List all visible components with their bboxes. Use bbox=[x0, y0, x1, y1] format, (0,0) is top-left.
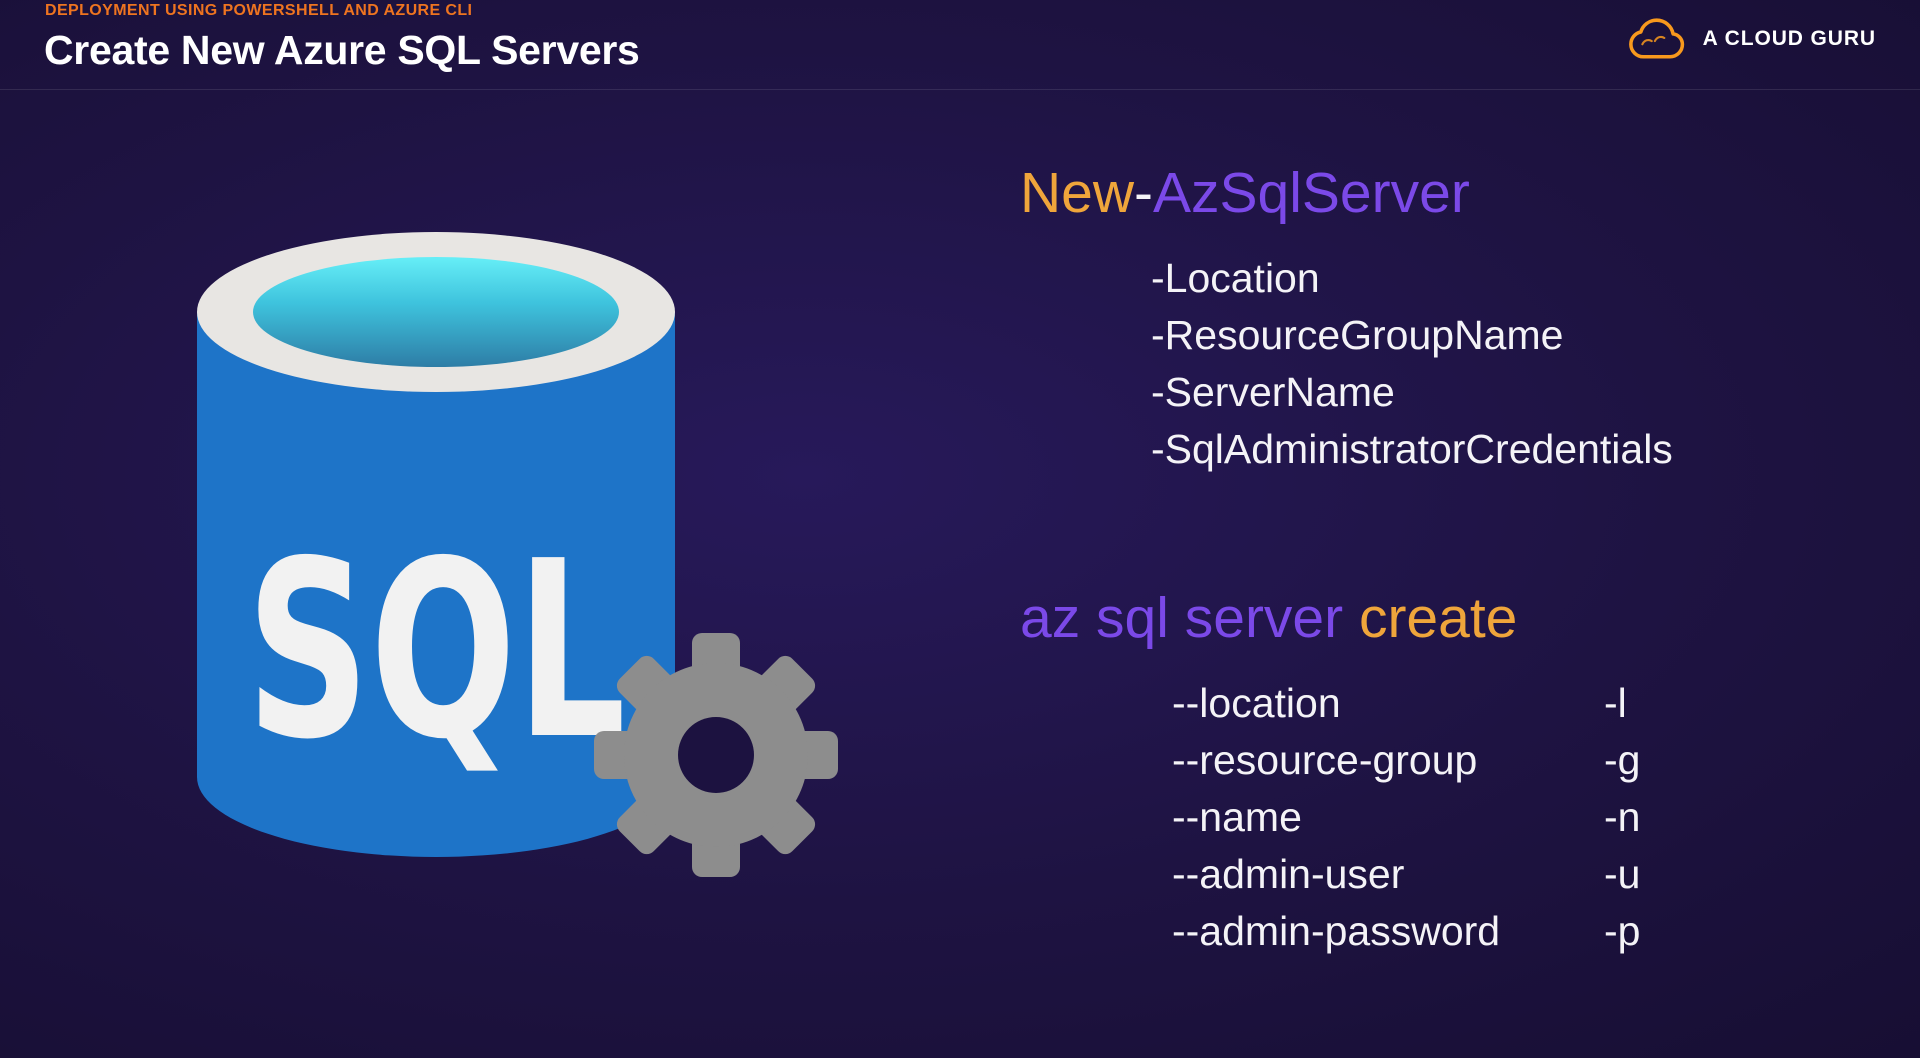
cylinder-top-inner bbox=[253, 257, 619, 367]
cli-param-short: -p bbox=[1604, 908, 1641, 954]
cylinder-body bbox=[197, 312, 675, 857]
cli-param-short: -u bbox=[1604, 851, 1641, 897]
powershell-cmd-verb: New bbox=[1020, 161, 1135, 225]
cli-cmd-prefix: az sql server bbox=[1020, 586, 1344, 650]
cli-param-short: -g bbox=[1604, 737, 1641, 783]
powershell-cmd-noun: AzSqlServer bbox=[1153, 161, 1470, 225]
sql-database-icon: SQL bbox=[197, 232, 838, 877]
cli-command: az sql server create bbox=[1020, 583, 1640, 653]
cli-param-long: --name bbox=[1172, 794, 1302, 840]
powershell-command-block: New-AzSqlServer -Location -ResourceGroup… bbox=[1020, 158, 1673, 478]
powershell-param: -Location bbox=[1151, 255, 1320, 301]
cli-param-row: --resource-group -g bbox=[1172, 732, 1640, 789]
cli-param-short: -l bbox=[1604, 680, 1627, 726]
cli-param-row: --name -n bbox=[1172, 789, 1640, 846]
gear-icon bbox=[594, 633, 838, 877]
powershell-cmd-separator: - bbox=[1134, 161, 1154, 225]
cli-param-long: --admin-user bbox=[1172, 851, 1405, 897]
cli-param-row: --location -l bbox=[1172, 675, 1640, 732]
page-title: Create New Azure SQL Servers bbox=[44, 27, 640, 73]
powershell-param: -ResourceGroupName bbox=[1151, 312, 1564, 358]
cli-param-row: --admin-user -u bbox=[1172, 846, 1640, 903]
sql-label: SQL bbox=[246, 509, 626, 793]
header: DEPLOYMENT USING POWERSHELL AND AZURE CL… bbox=[0, 0, 1920, 90]
cli-command-block: az sql server create --location -l --res… bbox=[1020, 583, 1640, 960]
cloud-icon bbox=[1628, 18, 1684, 59]
course-eyebrow: DEPLOYMENT USING POWERSHELL AND AZURE CL… bbox=[45, 2, 473, 19]
cli-param-short: -n bbox=[1604, 794, 1641, 840]
cli-param-long: --resource-group bbox=[1172, 737, 1478, 783]
powershell-param: -SqlAdministratorCredentials bbox=[1151, 426, 1673, 472]
cli-param-list: --location -l --resource-group -g --name… bbox=[1172, 675, 1640, 960]
powershell-param: -ServerName bbox=[1151, 369, 1395, 415]
cli-cmd-suffix: create bbox=[1343, 586, 1518, 650]
logo-text: A CLOUD GURU bbox=[1702, 27, 1876, 50]
cli-param-long: --location bbox=[1172, 680, 1341, 726]
cli-param-row: --admin-password -p bbox=[1172, 903, 1640, 960]
cli-param-long: --admin-password bbox=[1172, 908, 1501, 954]
acg-logo: A CLOUD GURU bbox=[1626, 16, 1876, 62]
powershell-param-list: -Location -ResourceGroupName -ServerName… bbox=[1151, 250, 1673, 478]
powershell-command: New-AzSqlServer bbox=[1020, 158, 1673, 228]
